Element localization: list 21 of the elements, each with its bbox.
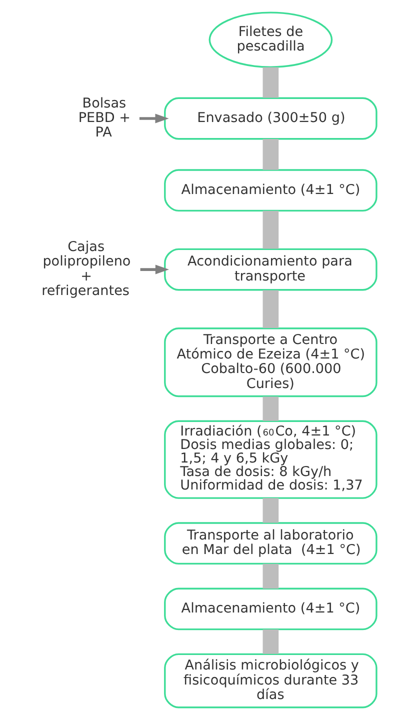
connector	[262, 498, 278, 523]
node-box: Transporte a Centro Atómico de Ezeiza (4±1 °C) Cobalto-60 (600.000 Curies)	[164, 328, 377, 398]
node-box: Análisis microbiológicos y fisicoquímicos durante 33 días	[164, 653, 377, 708]
connector	[262, 396, 278, 421]
node-ellipse: Filetes de pescadilla	[208, 12, 332, 68]
node-box: Transporte al laboratorio en Mar del plata (4±1 °C)	[164, 522, 377, 565]
arrow	[140, 264, 169, 274]
connector	[262, 629, 278, 654]
connector	[262, 210, 278, 249]
node-text: Bolsas PEBD + PA	[78, 95, 130, 141]
node-box: Irradiación (60Co, 4±1 °C) Dosis medias globales: 0; 1,5; 4 y 6,5 kGy Tasa de dosis: 8 kGy/h Uniformidad de dosis: 1,37	[164, 420, 377, 499]
node-box: Envasado (300±50 g)	[164, 97, 377, 140]
connector	[262, 564, 278, 589]
connector	[262, 67, 278, 98]
connector	[262, 138, 278, 170]
node-box: Acondicionamiento para transporte	[164, 248, 377, 291]
connector	[262, 290, 278, 328]
node-box: Almacenamiento (4±1 °C)	[164, 169, 377, 212]
arrow	[138, 114, 168, 124]
node-box: Almacenamiento (4±1 °C)	[164, 588, 377, 630]
node-text: Cajas polipropileno + refrigerantes	[41, 238, 130, 300]
